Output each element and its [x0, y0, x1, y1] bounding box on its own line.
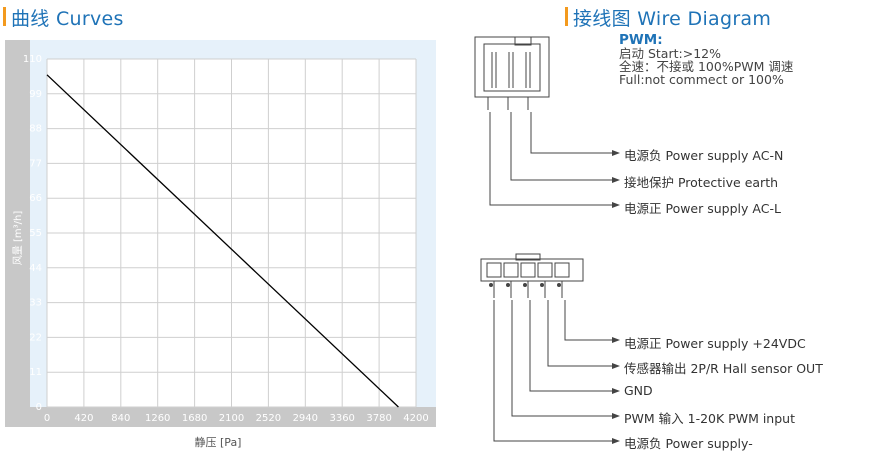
y-tick-label: 99 — [29, 89, 42, 100]
y-tick-label: 88 — [29, 124, 42, 135]
chart-left-axis-band — [5, 40, 30, 427]
curves-title-accent — [3, 7, 6, 26]
label-pwm-in: PWM 输入 1-20K PWM input — [624, 411, 795, 426]
y-tick-label: 22 — [29, 332, 42, 343]
x-tick-label: 0 — [44, 413, 50, 424]
y-tick-label: 11 — [29, 367, 42, 378]
y-tick-label: 77 — [29, 158, 42, 169]
y-tick-label: 66 — [29, 193, 42, 204]
pwm-heading: PWM: — [619, 32, 663, 48]
y-tick-label: 55 — [29, 228, 42, 239]
x-tick-label: 420 — [74, 413, 93, 424]
y-tick-label: 33 — [29, 298, 42, 309]
x-tick-label: 2100 — [219, 413, 244, 424]
airflow-curve-line — [46, 74, 399, 408]
label-dc-minus: 电源负 Power supply- — [624, 436, 753, 451]
x-tick-label: 840 — [111, 413, 130, 424]
y-tick-label: 110 — [23, 54, 42, 65]
x-tick-label: 3360 — [329, 413, 354, 424]
label-earth: 接地保护 Protective earth — [624, 175, 779, 190]
x-tick-label: 1260 — [145, 413, 170, 424]
chart-bottom-axis-band — [5, 407, 436, 427]
y-tick-label: 44 — [29, 263, 42, 274]
dc-connector-icon — [480, 253, 584, 298]
x-tick-label: 2940 — [293, 413, 318, 424]
wire-diagram-title: 接线图 Wire Diagram — [573, 8, 772, 30]
label-24vdc: 电源正 Power supply +24VDC — [624, 336, 806, 351]
y-axis-label: 风量 [m³/h] — [12, 211, 24, 266]
wire-earth — [510, 112, 612, 181]
wire-24vdc — [564, 300, 612, 341]
x-tick-label: 4200 — [403, 413, 428, 424]
pwm-info: PWM: 启动 Start:>12% 全速：不接或 100%PWM 调速 Ful… — [619, 32, 794, 87]
wire-gnd — [529, 300, 612, 392]
pwm-fullspeed-line: 全速：不接或 100%PWM 调速 — [619, 59, 794, 74]
wire-ac-l — [489, 112, 612, 206]
x-tick-label: 1680 — [182, 413, 207, 424]
pwm-start-line: 启动 Start:>12% — [619, 46, 721, 61]
wire-pwm-in — [511, 300, 612, 417]
wire-title-accent — [565, 7, 568, 26]
label-ac-l: 电源正 Power supply AC-L — [624, 201, 781, 216]
wire-hall-out — [547, 300, 612, 367]
wire-ac-n — [530, 112, 612, 154]
label-hall-out: 传感器输出 2P/R Hall sensor OUT — [624, 361, 823, 376]
performance-curve-chart: 0 11 22 33 44 55 66 77 88 99 110 0 420 840 1260 1680 21… — [5, 40, 436, 449]
x-tick-label: 2520 — [256, 413, 281, 424]
curves-title: 曲线 Curves — [11, 8, 124, 30]
label-gnd: GND — [624, 383, 653, 398]
wire-dc-minus — [493, 300, 612, 442]
label-ac-n: 电源负 Power supply AC-N — [624, 148, 784, 163]
ac-connector-icon — [474, 36, 550, 110]
y-tick-label: 0 — [36, 402, 42, 413]
x-tick-label: 3780 — [366, 413, 391, 424]
x-axis-label: 静压 [Pa] — [195, 435, 242, 449]
pwm-full-line: Full:not commect or 100% — [619, 72, 784, 87]
